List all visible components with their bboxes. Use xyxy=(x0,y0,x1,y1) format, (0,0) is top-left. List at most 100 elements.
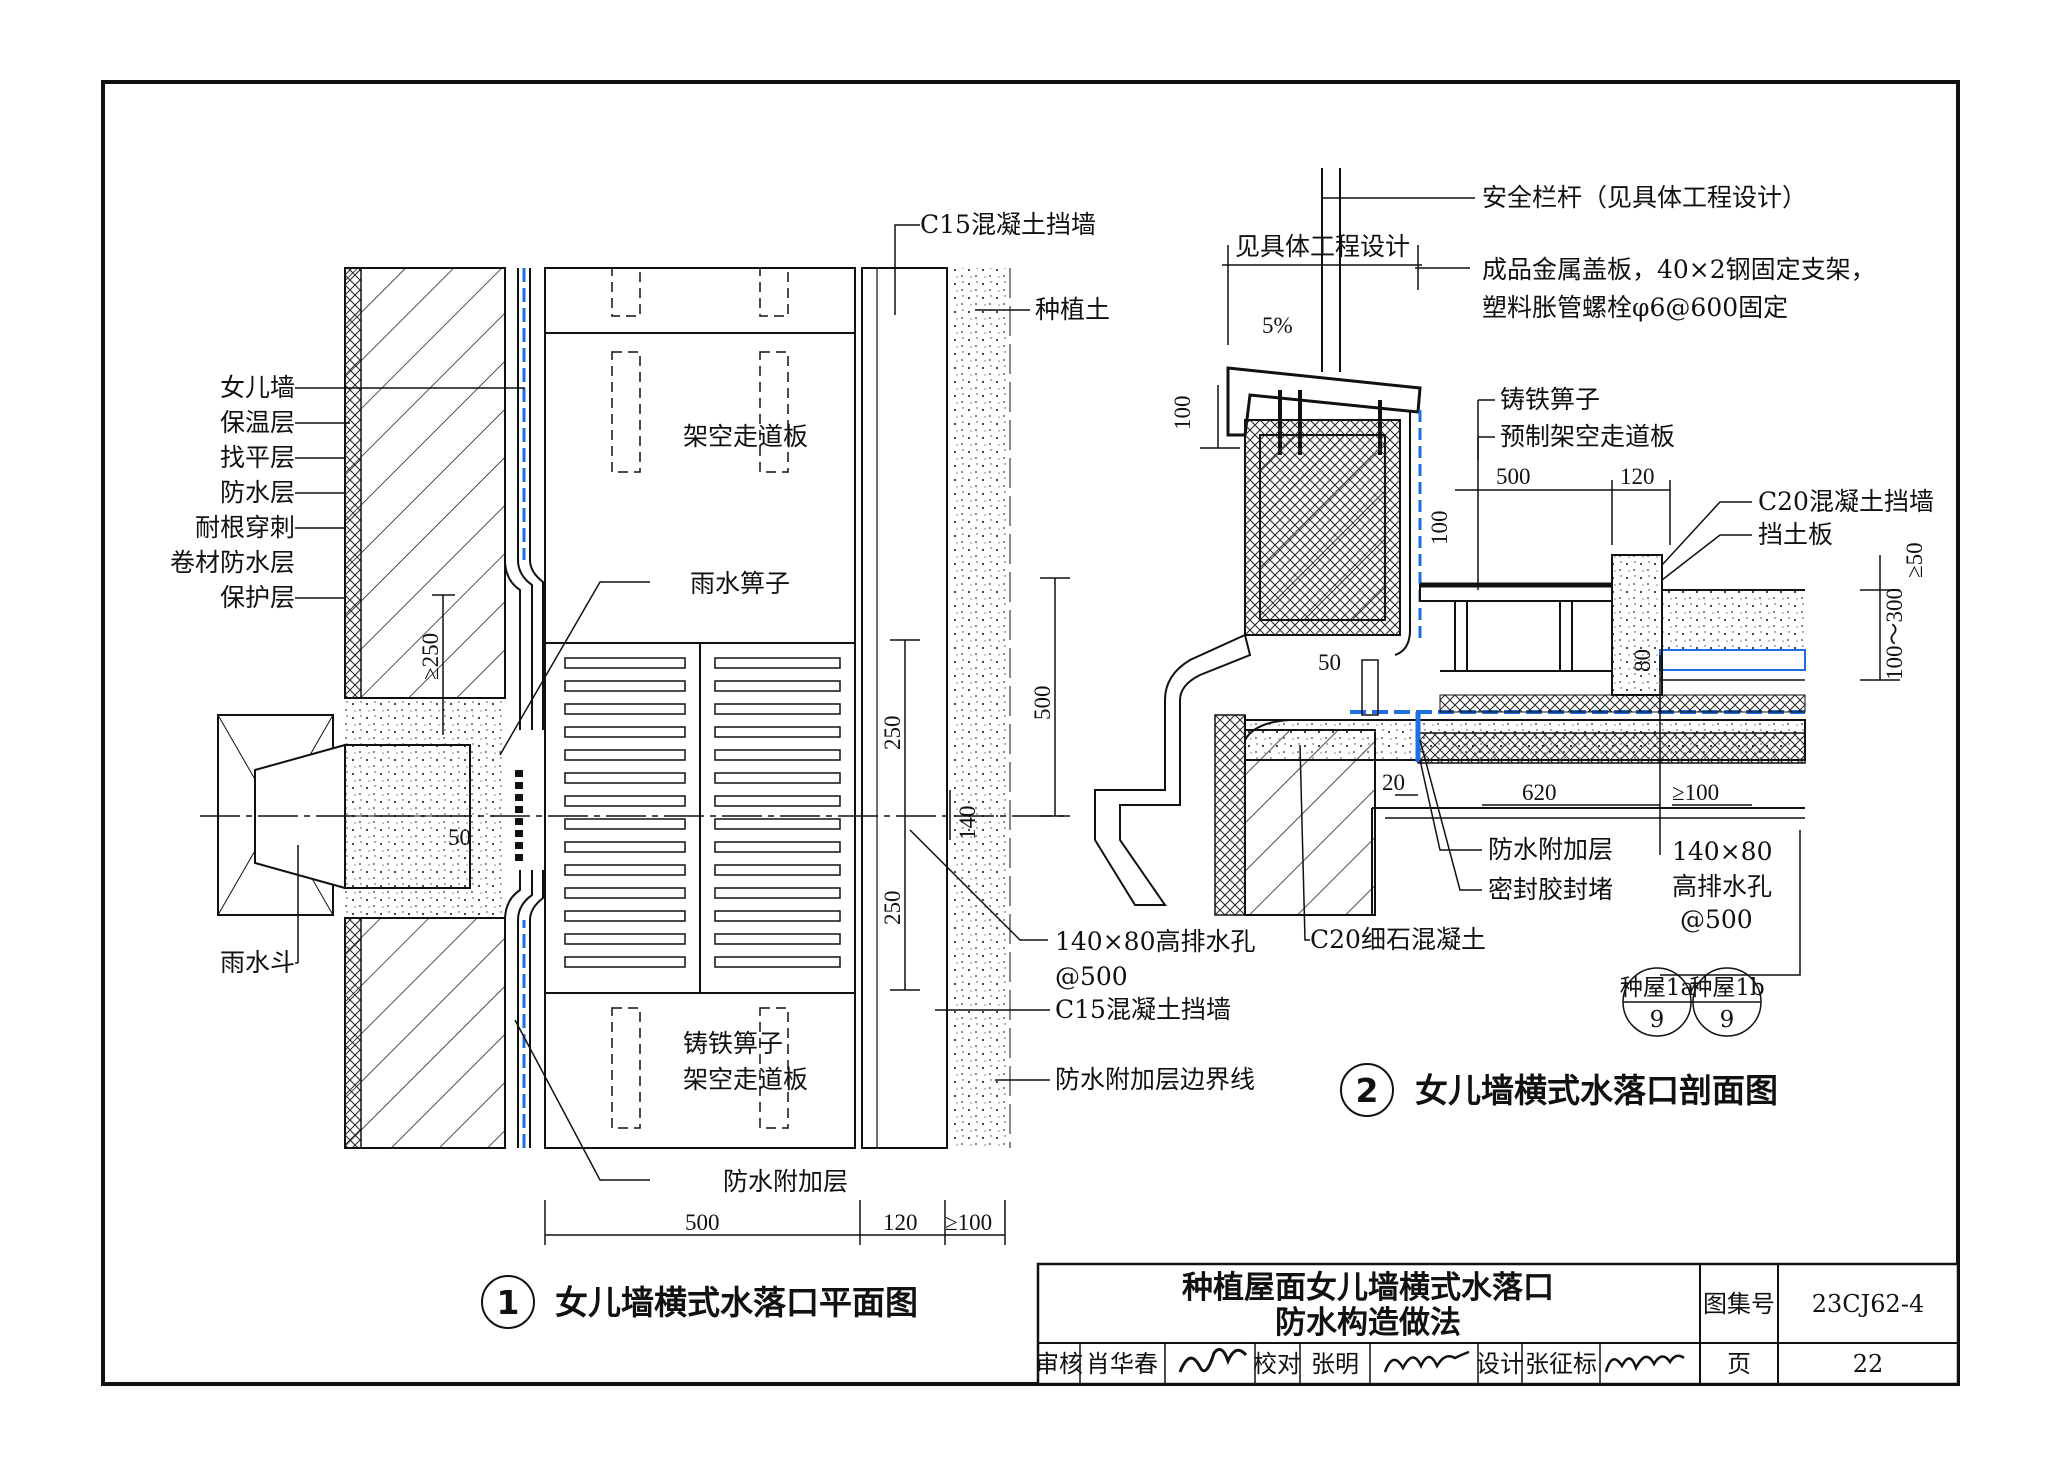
label-sealant: 密封胶封堵 xyxy=(1488,875,1613,904)
dim-section-20: 20 xyxy=(1382,770,1405,795)
dim-100-300: 100～300 xyxy=(1882,588,1907,680)
label-insulation: 保温层 xyxy=(220,408,295,437)
ref-a: 种屋1a xyxy=(1620,975,1695,1001)
grate-bar xyxy=(564,933,686,945)
grate-bar xyxy=(714,841,841,853)
page-label: 页 xyxy=(1727,1350,1751,1378)
label-c15-wall-top: C15混凝土挡墙 xyxy=(920,210,1096,239)
dim-500v: 500 xyxy=(1030,686,1055,721)
grate-bar xyxy=(564,657,686,669)
label-c20-fine: C20细石混凝土 xyxy=(1310,925,1486,954)
label-drain-1: 140×80 xyxy=(1672,837,1772,866)
section-number: 2 xyxy=(1356,1071,1379,1110)
label-planting-soil: 种植土 xyxy=(1035,295,1110,324)
plan-leaders xyxy=(295,224,1050,1181)
label-leveling: 找平层 xyxy=(220,443,295,472)
grate-bar xyxy=(714,726,841,738)
grate-bar xyxy=(714,772,841,784)
label-see-design: 见具体工程设计 xyxy=(1235,232,1410,261)
label-protection: 保护层 xyxy=(220,583,295,612)
label-cast-iron-grate: 铸铁箅子 xyxy=(683,1029,783,1058)
membrane-layers xyxy=(504,268,544,1148)
title-block: 种植屋面女儿墙横式水落口 防水构造做法 图集号 23CJ62-4 审核 肖华春 … xyxy=(1035,1262,1960,1386)
design-label: 设计 xyxy=(1476,1350,1524,1378)
ref-page-a: 9 xyxy=(1650,1007,1665,1033)
label-section-cast-iron-grate: 铸铁箅子 xyxy=(1500,385,1600,414)
label-section-additional-layer: 防水附加层 xyxy=(1488,835,1613,864)
label-parapet: 女儿墙 xyxy=(220,373,295,402)
ref-b: 种屋1b xyxy=(1689,975,1764,1001)
grate-bar xyxy=(714,703,841,715)
dim-100b: 100 xyxy=(1427,511,1452,546)
label-rain-grate: 雨水箅子 xyxy=(690,569,790,598)
atlas-number: 23CJ62-4 xyxy=(1812,1290,1924,1318)
checker-signature xyxy=(1383,1350,1470,1373)
label-membrane: 卷材防水层 xyxy=(170,548,295,577)
plan-number: 1 xyxy=(497,1283,520,1322)
grate-bar xyxy=(714,657,841,669)
label-walkway-top: 架空走道板 xyxy=(683,422,808,451)
title-line2: 防水构造做法 xyxy=(1275,1305,1461,1341)
section-leaders xyxy=(1299,197,1801,976)
grate-slot xyxy=(515,818,523,825)
section-view xyxy=(1094,168,1900,1037)
grate-bar xyxy=(564,680,686,692)
c20-retaining-wall xyxy=(1611,554,1663,696)
label-c15-wall-bottom: C15混凝土挡墙 xyxy=(1055,995,1231,1024)
label-drain-hole-1: 140×80高排水孔 xyxy=(1055,927,1255,956)
grate-bar xyxy=(714,749,841,761)
dim-ge100: ≥100 xyxy=(945,1210,992,1235)
scupper-section xyxy=(1094,633,1252,906)
label-waterproof: 防水层 xyxy=(220,478,295,507)
label-rain-hopper: 雨水斗 xyxy=(220,948,295,977)
dim-section-ge100: ≥100 xyxy=(1672,780,1719,805)
grate-bar xyxy=(714,910,841,922)
planting-soil-area xyxy=(950,268,1010,1148)
dim-section-80: 80 xyxy=(1630,649,1655,672)
label-walkway-bottom: 架空走道板 xyxy=(683,1065,808,1094)
grate-bar xyxy=(564,818,686,830)
drawing-frame xyxy=(101,80,1960,1386)
plan-view xyxy=(200,224,1070,1245)
dim-250b: 250 xyxy=(880,891,905,926)
label-prefab-walkway: 预制架空走道板 xyxy=(1500,422,1675,451)
plan-dimensions xyxy=(432,577,1070,1245)
c15-retaining-wall xyxy=(861,267,948,1149)
grate-slot xyxy=(515,782,523,789)
label-drain-3: @500 xyxy=(1680,905,1753,934)
grate-bar xyxy=(564,795,686,807)
check-label: 校对 xyxy=(1253,1350,1301,1378)
grate-bar xyxy=(564,887,686,899)
reviewer-name: 肖华春 xyxy=(1086,1350,1158,1378)
label-drain-2: 高排水孔 xyxy=(1672,872,1772,901)
plan-texts: 女儿墙 保温层 找平层 防水层 耐根穿刺 卷材防水层 保护层 雨水斗 架空走道板… xyxy=(170,210,1255,1329)
review-label: 审核 xyxy=(1035,1350,1083,1378)
parapet-lower xyxy=(344,917,506,1149)
section-planting-soil xyxy=(1662,590,1805,650)
designer-signature xyxy=(1604,1354,1685,1373)
plan-title: 女儿墙横式水落口平面图 xyxy=(555,1283,918,1322)
grate-bar xyxy=(564,703,686,715)
grate-bar xyxy=(714,680,841,692)
grate-bar xyxy=(564,864,686,876)
dim-section-120: 120 xyxy=(1620,464,1655,489)
section-texts: 安全栏杆（见具体工程设计） 见具体工程设计 成品金属盖板，40×2钢固定支架， … xyxy=(1170,183,1934,1117)
walkway-grid xyxy=(544,267,856,1149)
grate-bar xyxy=(714,818,841,830)
label-cap-2: 塑料胀管螺栓φ6@600固定 xyxy=(1482,293,1788,322)
dim-500h: 500 xyxy=(685,1210,720,1235)
grate-bar xyxy=(564,956,686,968)
label-root-resistant: 耐根穿刺 xyxy=(195,513,295,542)
grate-slot xyxy=(515,806,523,813)
dim-100a: 100 xyxy=(1170,396,1195,431)
checker-name: 张明 xyxy=(1311,1350,1359,1378)
grate-bar xyxy=(714,795,841,807)
section-title: 女儿墙横式水落口剖面图 xyxy=(1415,1071,1778,1110)
designer-name: 张征标 xyxy=(1525,1350,1597,1378)
grate-slot xyxy=(515,830,523,837)
dim-120: 120 xyxy=(883,1210,918,1235)
dim-ge250: ≥250 xyxy=(418,633,443,680)
label-boundary-line: 防水附加层边界线 xyxy=(1055,1065,1255,1094)
grate-bar xyxy=(564,772,686,784)
